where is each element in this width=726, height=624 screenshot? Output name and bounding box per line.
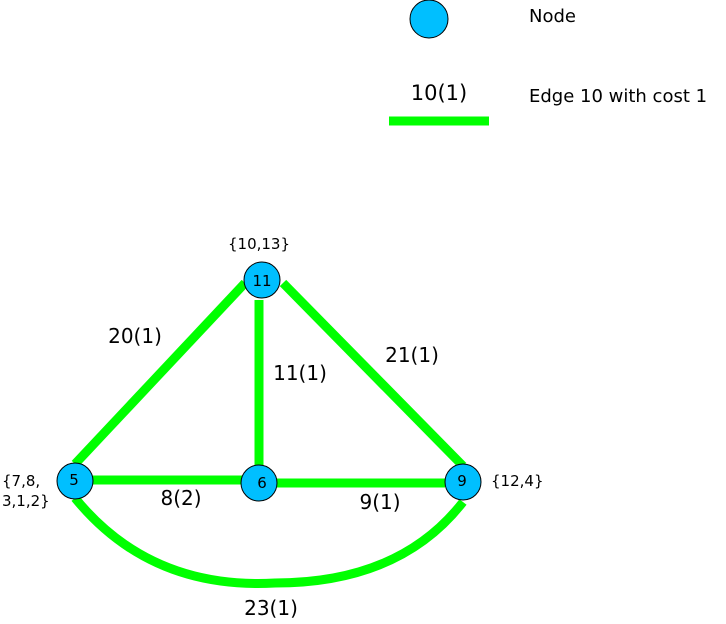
node-6-circle <box>240 464 278 502</box>
edge-5-11 <box>71 279 249 468</box>
node-9-circle <box>444 463 482 501</box>
node-11-id: 11 <box>252 272 271 290</box>
legend-node-swatch <box>409 0 449 39</box>
node-11-set: {10,13} <box>228 235 290 253</box>
node-11: 11 <box>243 261 281 299</box>
node-5: 5 <box>56 462 94 500</box>
edge-label-5-9: 23(1) <box>244 596 298 620</box>
node-5-set-line-2: 3,1,2} <box>2 492 50 510</box>
node-11-circle <box>243 261 281 299</box>
edge-label-5-6: 8(2) <box>160 486 201 510</box>
node-6-id: 6 <box>257 474 267 492</box>
node-6: 6 <box>240 464 278 502</box>
edge-11-9 <box>279 279 467 470</box>
edge-label-6-9: 9(1) <box>359 490 400 514</box>
nodes: 11 5 6 9 <box>56 261 482 502</box>
node-5-set-line-1: {7,8, <box>2 472 40 490</box>
node-5-id: 5 <box>69 471 79 489</box>
edge-label-11-6: 11(1) <box>273 361 327 385</box>
edge-label-5-11: 20(1) <box>108 324 162 348</box>
edges <box>71 279 467 588</box>
edge-label-11-9: 21(1) <box>385 343 439 367</box>
legend-edge-text: Edge 10 with cost 1 <box>529 86 707 107</box>
node-9-id: 9 <box>457 472 467 490</box>
legend: Node 10(1) Edge 10 with cost 1 <box>389 0 707 126</box>
node-5-circle <box>56 462 94 500</box>
node-9: 9 <box>444 463 482 501</box>
node-sets: {10,13} {7,8, 3,1,2} {12,4} <box>2 235 544 510</box>
edge-labels: 20(1) 11(1) 21(1) 8(2) 9(1) 23(1) <box>108 324 439 620</box>
legend-edge-label: 10(1) <box>411 81 467 105</box>
node-9-set: {12,4} <box>491 472 544 490</box>
edge-5-9 <box>71 495 467 588</box>
legend-node-text: Node <box>529 6 576 27</box>
